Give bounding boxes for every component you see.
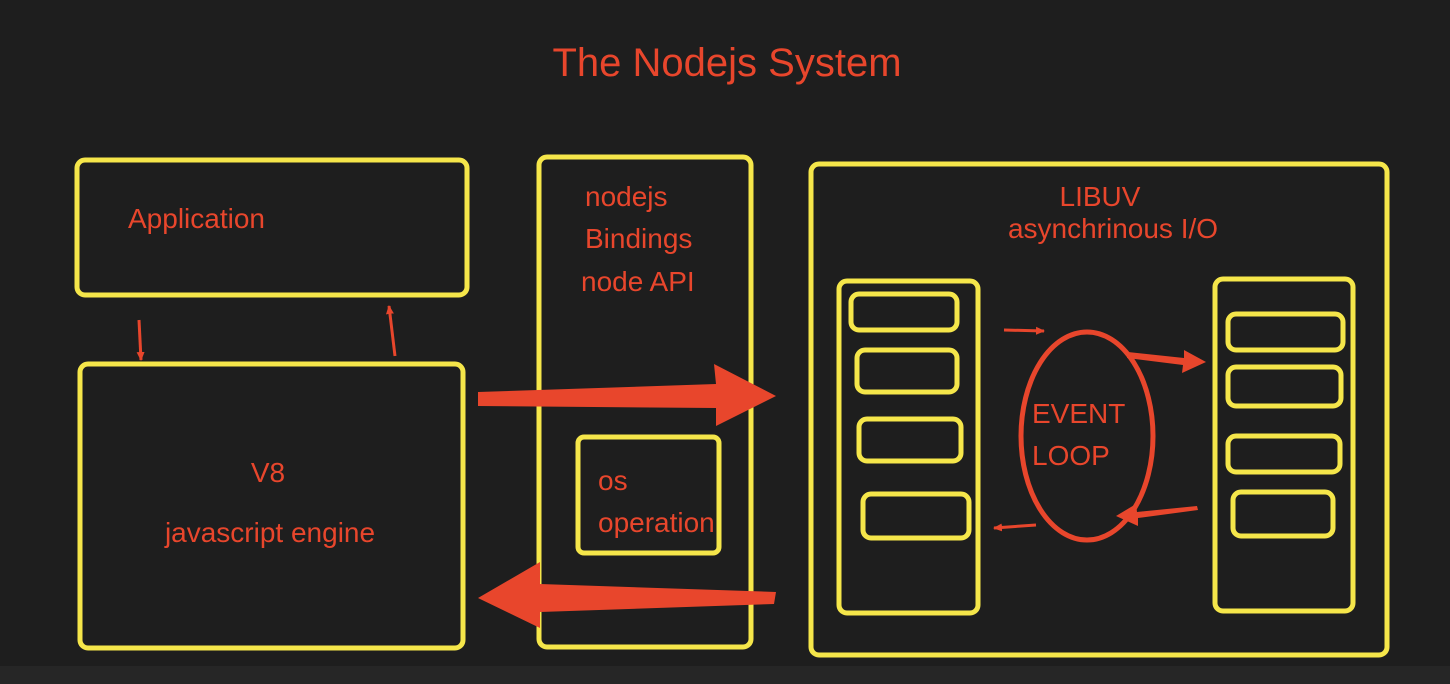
v8-to-app-arrow [385,305,397,357]
libuv-label: LIBUV [1060,181,1141,212]
v8-subtitle: javascript engine [164,517,375,548]
diagram-title: The Nodejs System [552,41,901,85]
left-queue-slot [854,347,960,395]
right-queue-slot [1225,311,1346,353]
right-queue-slot [1225,433,1343,475]
left-queue-slot [860,491,972,541]
left-queue-slot [856,416,964,464]
loop-to-right-queue-arrow [1127,350,1206,373]
v8-box [77,361,466,651]
left-queue-slot [848,291,960,333]
event-loop-label-event: EVENT [1032,398,1125,429]
right-queue-to-loop-arrow [1116,504,1198,526]
application-box [74,157,470,298]
bindings-label-bindings: Bindings [585,223,692,254]
bindings-label-node-api: node API [581,266,695,297]
event-loop-label-loop: LOOP [1032,440,1110,471]
right-queue-slot [1230,489,1336,539]
os-operation-label-operation: operation [598,507,715,538]
libuv-subtitle: asynchrinous I/O [1008,213,1218,244]
left-queue-box [836,278,981,616]
v8-label: V8 [251,457,285,488]
loop-to-left-queue-arrow [993,523,1037,532]
right-queue-slot [1225,364,1344,409]
os-operation-box [575,434,722,556]
libuv-box [808,161,1390,658]
v8-to-libuv-arrow [478,364,776,426]
bindings-label-nodejs: nodejs [585,181,668,212]
event-loop-ellipse [1018,329,1156,543]
application-label: Application [128,203,265,234]
nodejs-system-diagram: The Nodejs System Application V8 javascr… [74,41,1390,658]
queue-to-loop-arrow [1003,326,1045,335]
os-operation-label-os: os [598,465,628,496]
bottom-strip [0,666,1450,684]
libuv-to-v8-arrow [478,562,776,628]
app-to-v8-arrow [136,319,145,361]
right-queue-box [1212,276,1356,614]
